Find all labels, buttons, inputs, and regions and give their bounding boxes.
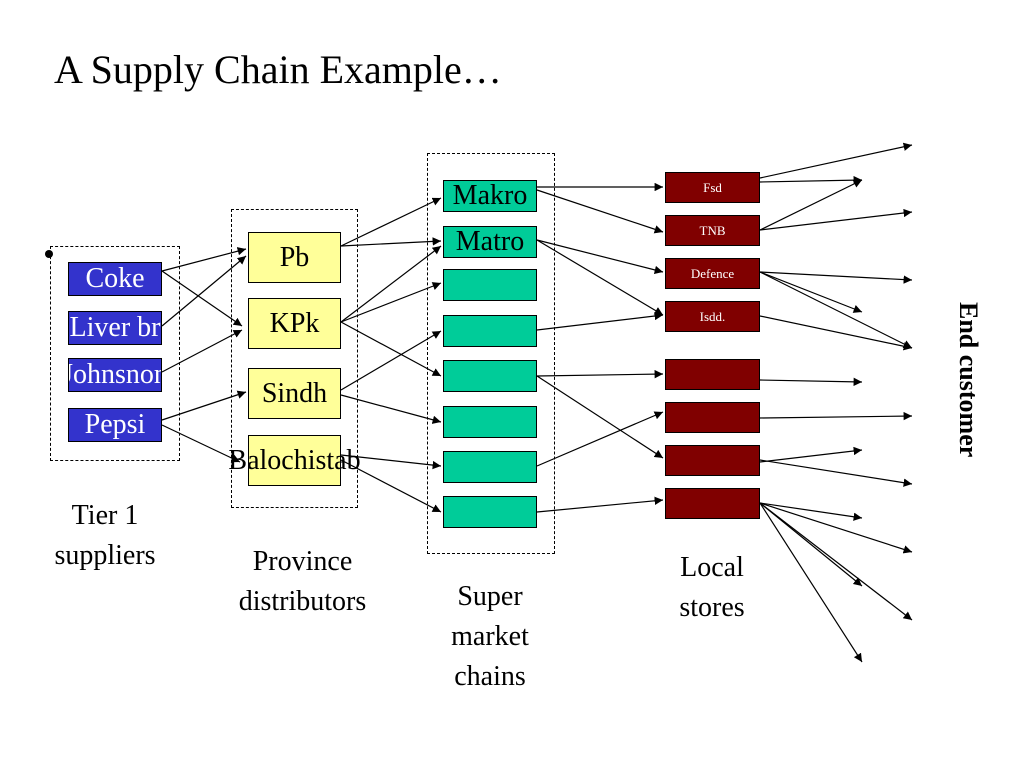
supplier-box-liver: Liver br: [68, 311, 162, 345]
store-box: [665, 402, 760, 433]
arrow: [161, 255, 247, 327]
arrow: [759, 271, 913, 349]
province-label: Balochistab: [228, 444, 361, 476]
arrow: [340, 237, 442, 247]
chain-label: Matro: [455, 226, 525, 257]
store-label: Fsd: [703, 179, 722, 195]
chain-box: [443, 315, 537, 347]
arrow: [536, 496, 664, 513]
arrow: [536, 239, 664, 316]
store-box-fsd: Fsd: [665, 172, 760, 203]
arrow: [759, 502, 913, 554]
arrow: [759, 271, 863, 313]
province-box-kpk: KPk: [248, 298, 341, 349]
province-label: Sindh: [261, 377, 328, 409]
chain-box: [443, 406, 537, 438]
arrow: [759, 502, 863, 663]
province-box-sindh: Sindh: [248, 368, 341, 419]
arrow: [536, 375, 664, 459]
store-label: Isdd.: [699, 308, 726, 324]
chain-label: Makro: [452, 180, 528, 211]
store-box: [665, 359, 760, 390]
arrow: [161, 390, 247, 421]
arrow: [340, 330, 442, 391]
arrow: [161, 329, 243, 373]
store-label: TNB: [699, 222, 726, 238]
chain-box: [443, 451, 537, 483]
supplier-box-johnson: Johnsnon: [68, 358, 162, 392]
arrow: [340, 394, 442, 424]
end-customer-label: End customer: [954, 302, 983, 458]
arrow: [759, 271, 913, 284]
arrow: [536, 369, 664, 379]
arrow: [340, 245, 442, 323]
store-box-isdd: Isdd.: [665, 301, 760, 332]
arrow: [759, 377, 863, 387]
arrow: [759, 315, 913, 351]
chain-box-makro: Makro: [443, 180, 537, 212]
supplier-box-pepsi: Pepsi: [68, 408, 162, 442]
chain-box: [443, 360, 537, 392]
arrow: [161, 424, 241, 463]
arrow: [536, 239, 664, 275]
arrow: [759, 179, 863, 231]
chains-group: [427, 153, 555, 554]
supplier-label: Johnsnon: [69, 359, 161, 390]
supplier-label: Liver br: [69, 312, 161, 343]
store-box: [665, 445, 760, 476]
arrow: [536, 189, 664, 234]
supplier-label: Pepsi: [84, 409, 146, 440]
province-label: Pb: [279, 241, 310, 273]
province-distributors-label: Province distributors: [238, 546, 367, 617]
super-market-chains-label: Super market chains: [451, 581, 529, 692]
province-box-balochistan: Balochistab: [228, 435, 361, 486]
arrow: [759, 502, 863, 521]
store-box-tnb: TNB: [665, 215, 760, 246]
arrow: [759, 459, 913, 487]
store-box-defence: Defence: [665, 258, 760, 289]
arrow: [161, 247, 247, 272]
arrow: [161, 270, 243, 327]
chain-box-matro: Matro: [443, 226, 537, 258]
arrow: [340, 197, 442, 247]
arrow: [340, 321, 442, 377]
arrow: [340, 454, 442, 470]
slide-title: A Supply Chain Example…: [54, 47, 502, 92]
tier1-suppliers-label: Tier 1 suppliers: [54, 500, 156, 571]
province-label: KPk: [269, 307, 320, 339]
arrow: [340, 282, 442, 323]
arrow: [536, 411, 664, 467]
supplier-box-coke: Coke: [68, 262, 162, 296]
arrow: [340, 459, 442, 513]
chain-box: [443, 496, 537, 528]
arrow: [759, 208, 913, 231]
arrow: [759, 142, 913, 179]
store-box: [665, 488, 760, 519]
local-stores-label: Local stores: [679, 552, 745, 623]
arrow: [536, 311, 664, 331]
suppliers-group: [50, 246, 180, 461]
supplier-label: Coke: [85, 263, 145, 294]
arrow: [759, 411, 913, 421]
arrow: [759, 502, 913, 621]
province-box-pb: Pb: [248, 232, 341, 283]
arrow: [759, 446, 863, 463]
chain-box: [443, 269, 537, 301]
arrow: [759, 175, 863, 185]
bullet-dot: [45, 250, 53, 258]
provinces-group: [231, 209, 358, 508]
store-label: Defence: [690, 265, 735, 281]
